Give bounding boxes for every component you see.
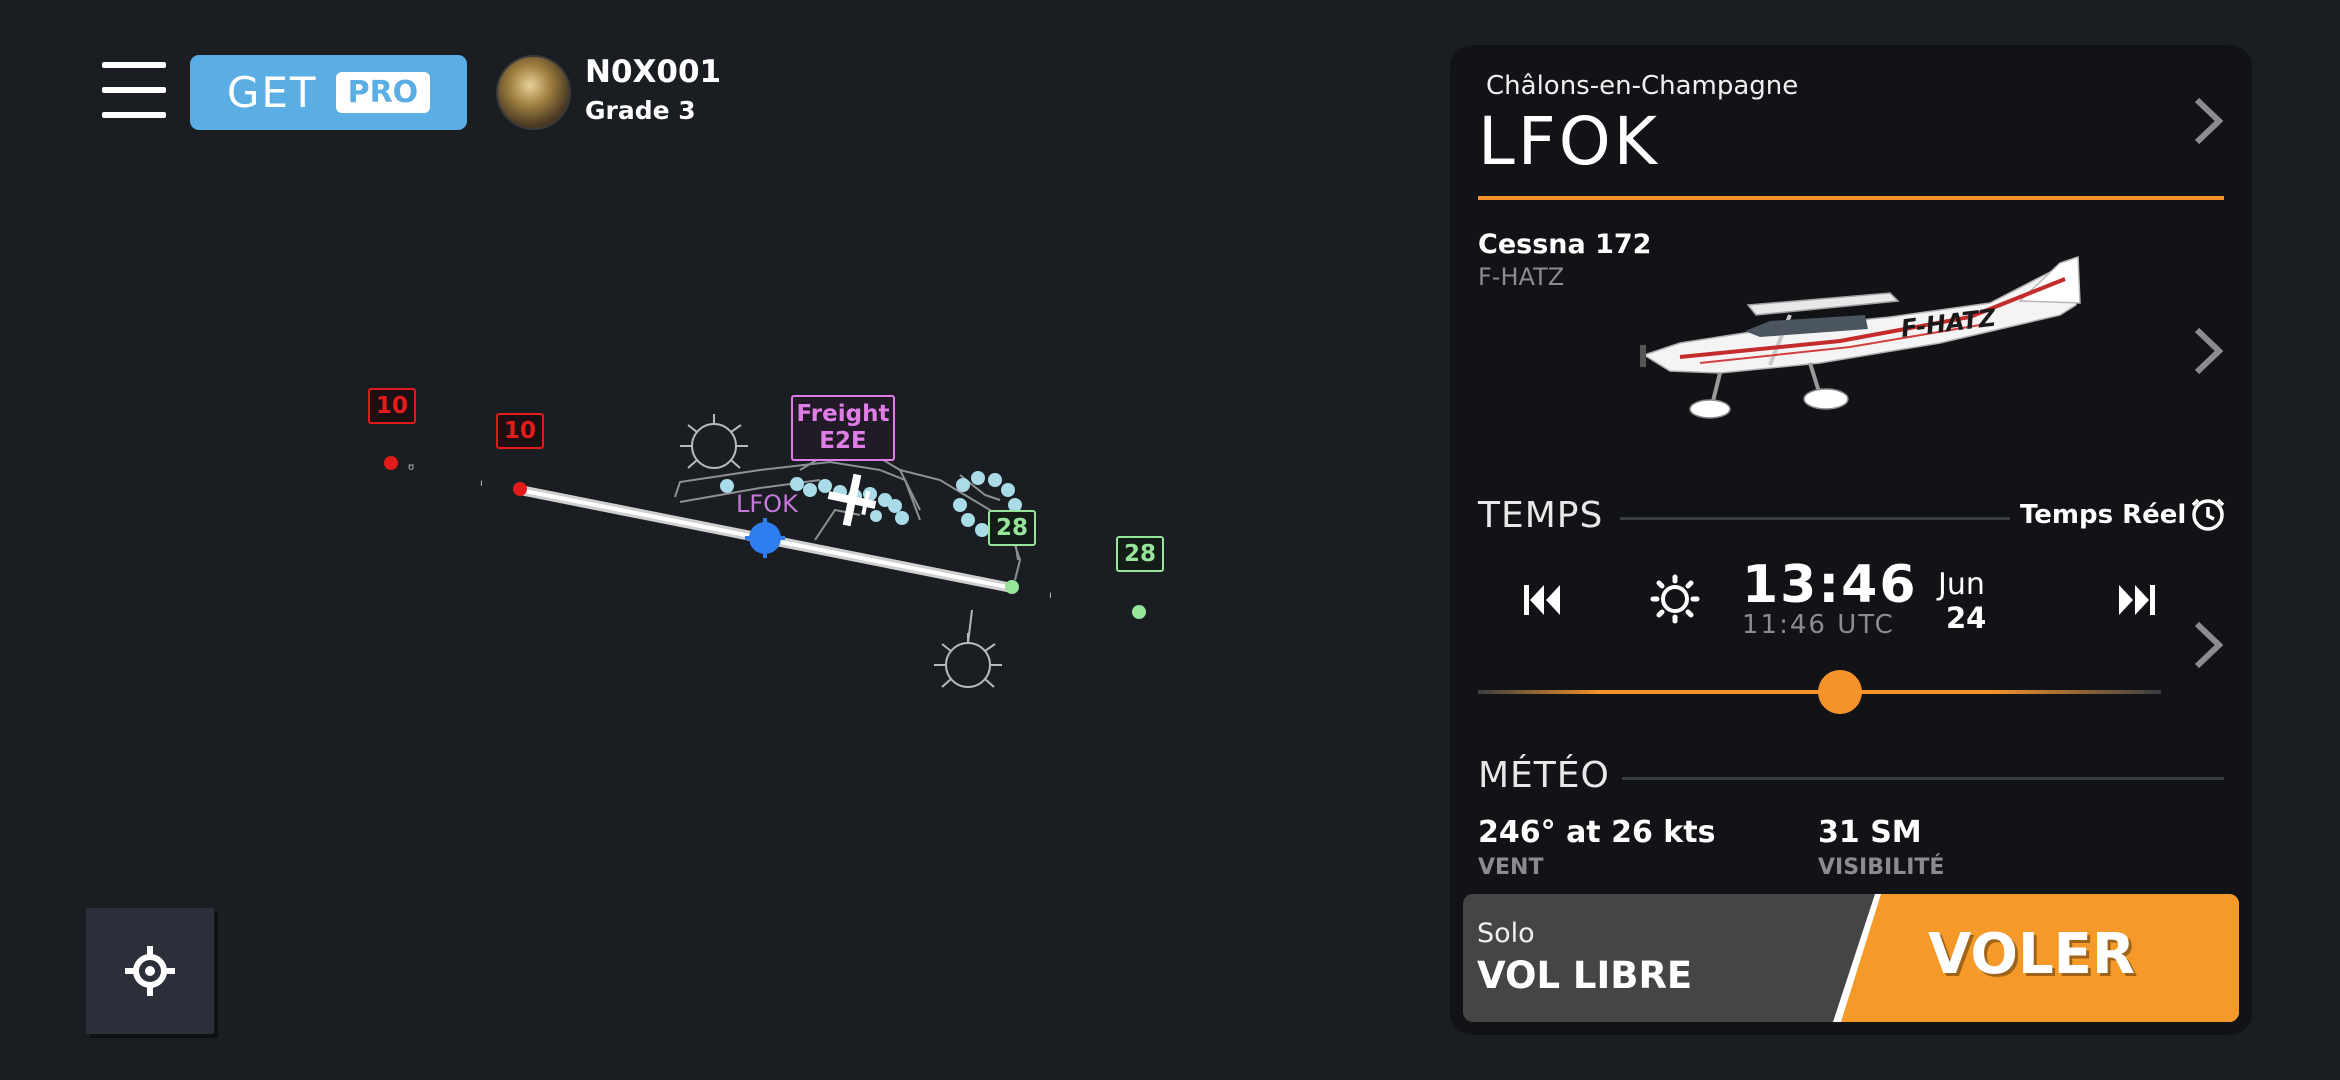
user-info[interactable]: N0X001 Grade 3 — [585, 54, 721, 125]
runway-end-label[interactable]: 28 — [1116, 536, 1164, 572]
airport-map-graphic: ʊ ı ı — [384, 414, 1146, 688]
local-time[interactable]: 13:46 — [1742, 555, 1918, 615]
runway-end-label[interactable]: 10 — [368, 388, 416, 424]
chevron-right-icon[interactable] — [2188, 615, 2228, 675]
menu-bar — [102, 62, 166, 68]
flight-setup-panel: Châlons-en-Champagne LFOK Cessna 172 F-H… — [1450, 45, 2252, 1035]
get-label: GET — [226, 68, 318, 117]
aircraft-image: F-HATZ — [1640, 245, 2130, 449]
user-grade: Grade 3 — [585, 96, 696, 125]
weather-divider — [1622, 777, 2224, 780]
clock-icon[interactable] — [2190, 497, 2226, 537]
visibility-label: VISIBILITÉ — [1818, 855, 1945, 880]
freight-label-line2: E2E — [819, 428, 867, 454]
airport-icao: LFOK — [1478, 103, 1660, 180]
fly-button-shape — [1833, 894, 2239, 1022]
runway-end-label[interactable]: 10 — [496, 413, 544, 449]
aircraft-section[interactable]: Cessna 172 F-HATZ F-HATZ — [1450, 215, 2252, 485]
airport-underline — [1478, 196, 2224, 200]
time-divider — [1620, 517, 2010, 520]
aircraft-name: Cessna 172 — [1478, 229, 1652, 260]
realtime-label[interactable]: Temps Réel — [2020, 500, 2187, 530]
mode-title: VOL LIBRE — [1477, 954, 1693, 997]
fly-button-label: VOLER — [1928, 922, 2136, 987]
runway-end-label[interactable]: 28 — [988, 510, 1036, 546]
sun-icon[interactable] — [1650, 571, 1700, 627]
flight-mode-bar[interactable]: Solo VOL LIBRE VOLER — [1463, 894, 2239, 1022]
freight-label-line1: Freight — [796, 401, 890, 427]
skip-back-icon[interactable] — [1520, 580, 1564, 620]
wind-value: 246° at 26 kts — [1478, 815, 1716, 850]
fly-button[interactable]: VOLER — [1833, 894, 2239, 1022]
svg-text:ʊ: ʊ — [408, 462, 414, 473]
time-slider[interactable] — [1478, 670, 2161, 714]
aircraft-registration: F-HATZ — [1478, 263, 1565, 291]
visibility-value: 31 SM — [1818, 815, 1922, 850]
get-pro-button[interactable]: GET PRO — [190, 55, 467, 130]
mode-subtitle: Solo — [1477, 918, 1535, 949]
chevron-right-icon[interactable] — [2188, 91, 2228, 151]
weather-section-title: MÉTÉO — [1478, 755, 1610, 796]
svg-text:ı: ı — [1049, 590, 1052, 601]
map-view[interactable]: ʊ ı ı 10 10 28 28 Freight E2E LFOK — [0, 0, 1440, 1080]
menu-icon[interactable] — [102, 62, 166, 118]
airport-map-label[interactable]: LFOK — [736, 490, 798, 518]
menu-bar — [102, 87, 166, 93]
recenter-button[interactable] — [86, 908, 214, 1034]
svg-text:ı: ı — [480, 478, 483, 489]
avatar[interactable] — [496, 55, 571, 130]
aircraft-tail-text: F-HATZ — [1899, 303, 1998, 342]
date-month[interactable]: Jun — [1938, 567, 1985, 602]
wind-label: VENT — [1478, 855, 1544, 880]
skip-forward-icon[interactable] — [2115, 580, 2159, 620]
airport-city: Châlons-en-Champagne — [1486, 71, 1799, 101]
airport-section[interactable]: Châlons-en-Champagne LFOK — [1450, 45, 2252, 215]
time-section-title: TEMPS — [1478, 495, 1604, 536]
utc-time: 11:46 UTC — [1742, 610, 1895, 640]
chevron-right-icon[interactable] — [2188, 321, 2228, 381]
crosshair-icon — [125, 946, 175, 996]
pro-badge: PRO — [335, 72, 431, 113]
freight-mission-marker[interactable]: Freight E2E — [791, 395, 895, 461]
date-day[interactable]: 24 — [1946, 601, 1987, 635]
username: N0X001 — [585, 54, 722, 90]
time-slider-knob[interactable] — [1817, 670, 1862, 714]
menu-bar — [102, 112, 166, 118]
